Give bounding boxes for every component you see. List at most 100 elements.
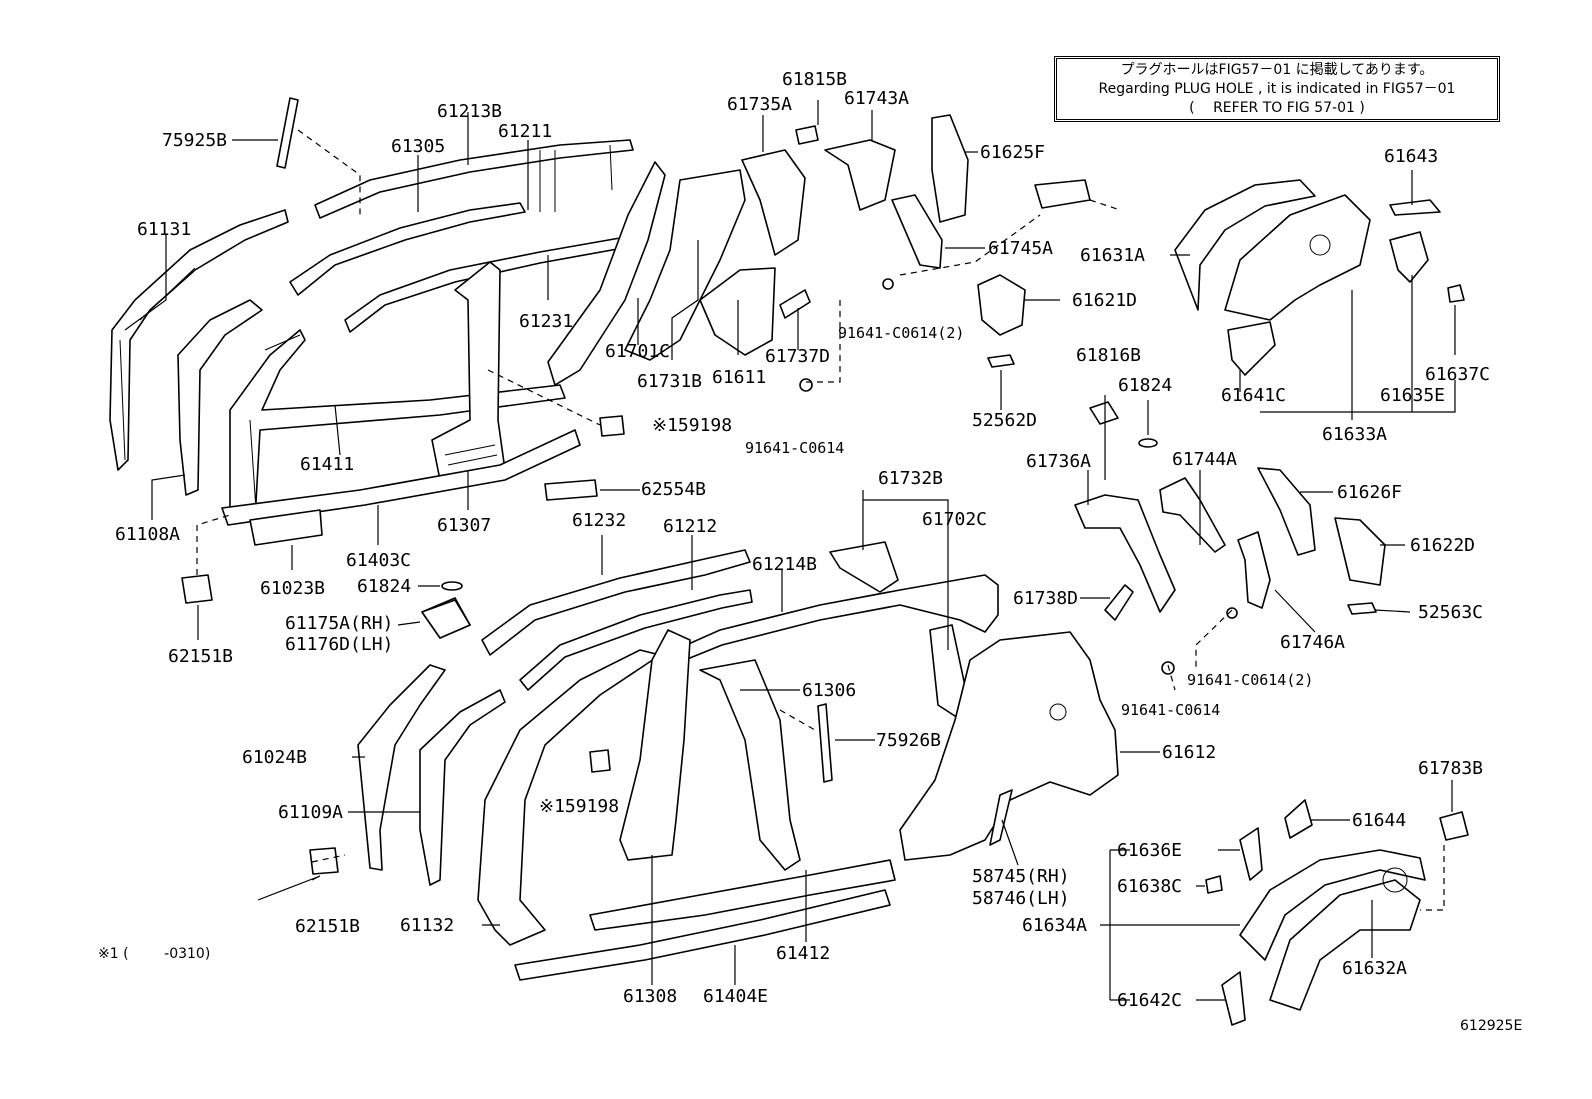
label-61411: 61411 [300, 454, 354, 475]
label-61635E: 61635E [1380, 385, 1445, 406]
part-59198-top [599, 415, 625, 437]
part-61412 [589, 859, 896, 931]
part-61131 [109, 209, 289, 471]
label-61404E: 61404E [703, 986, 768, 1007]
label-61231: 61231 [519, 311, 573, 332]
part-61632A [1269, 879, 1421, 1011]
label-59198-bottom: ※159198 [539, 796, 619, 817]
label-61736A: 61736A [1026, 451, 1091, 472]
label-61214B: 61214B [752, 554, 817, 575]
part-61637C [1447, 284, 1465, 303]
label-61626F: 61626F [1337, 482, 1402, 503]
part-bolt-91641-d [1161, 661, 1175, 675]
part-61307 [431, 261, 506, 481]
part-61641C [1227, 321, 1276, 376]
label-61636E: 61636E [1117, 840, 1182, 861]
label-61738D: 61738D [1013, 588, 1078, 609]
part-61824-right [1138, 438, 1158, 448]
label-61308: 61308 [623, 986, 677, 1007]
part-61744A [1159, 477, 1226, 553]
part-61175A-bracket [421, 599, 471, 639]
part-61404E [514, 889, 891, 981]
label-75926B: 75926B [876, 730, 941, 751]
label-61638C: 61638C [1117, 876, 1182, 897]
label-61746A: 61746A [1280, 632, 1345, 653]
label-61631A: 61631A [1080, 245, 1145, 266]
label-61305: 61305 [391, 136, 445, 157]
label-91641-bottom: 91641-C0614 [1121, 701, 1220, 719]
label-61816B: 61816B [1076, 345, 1141, 366]
part-58745 [989, 789, 1013, 846]
part-61743A [824, 139, 896, 211]
label-61637C: 61637C [1425, 364, 1490, 385]
label-61132: 61132 [400, 915, 454, 936]
label-61632A: 61632A [1342, 958, 1407, 979]
label-91641-top: 91641-C0614 [745, 439, 844, 457]
part-61232 [481, 549, 751, 656]
label-61824-left: 61824 [357, 576, 411, 597]
label-61743A: 61743A [844, 88, 909, 109]
label-61176D: 61176D(LH) [285, 634, 393, 655]
part-61108A [177, 299, 263, 496]
part-small-bracket [1034, 179, 1091, 209]
part-61023B [249, 509, 323, 546]
part-61308 [619, 629, 691, 861]
label-61108A: 61108A [115, 524, 180, 545]
label-59198-top: ※159198 [652, 415, 732, 436]
label-61213B: 61213B [437, 101, 502, 122]
label-61612: 61612 [1162, 742, 1216, 763]
label-61735A: 61735A [727, 94, 792, 115]
part-52562D [987, 354, 1015, 368]
label-61732B: 61732B [878, 468, 943, 489]
part-61612 [899, 631, 1119, 861]
part-61212 [519, 589, 753, 691]
part-61737D [779, 289, 811, 319]
label-61744A: 61744A [1172, 449, 1237, 470]
label-62151B-bottom: 62151B [295, 916, 360, 937]
label-61644: 61644 [1352, 810, 1406, 831]
label-61643: 61643 [1384, 146, 1438, 167]
part-61746A [1237, 531, 1271, 609]
part-61633A [1224, 194, 1371, 321]
label-75925B: 75925B [162, 130, 227, 151]
part-61736A [1074, 494, 1176, 613]
part-61305 [289, 202, 526, 296]
part-61024B [357, 664, 446, 871]
part-61213B [314, 139, 634, 219]
label-61815B: 61815B [782, 69, 847, 90]
label-61307: 61307 [437, 515, 491, 536]
label-91641-top-2: 91641-C0614(2) [838, 324, 964, 342]
part-61625F [931, 114, 969, 223]
label-61642C: 61642C [1117, 990, 1182, 1011]
part-62554B [544, 479, 598, 501]
part-bolt-91641-a [882, 278, 894, 290]
note-line-english: Regarding PLUG HOLE , it is indicated in… [1098, 81, 1456, 97]
part-62151B-top [181, 574, 213, 604]
note-line-japanese: プラグホールはFIG57－01 に掲載してあります。 [1120, 62, 1434, 78]
label-61212: 61212 [663, 516, 717, 537]
note-line-refer: ( REFER TO FIG 57-01 ) [1189, 100, 1365, 116]
part-61109A [419, 689, 506, 886]
label-52563C: 52563C [1418, 602, 1483, 623]
part-61731B [624, 169, 746, 361]
label-61625F: 61625F [980, 142, 1045, 163]
label-61731B: 61731B [637, 371, 702, 392]
part-61635E [1389, 231, 1429, 283]
part-62151B-bottom [309, 847, 339, 875]
label-61824-right: 61824 [1118, 375, 1172, 396]
label-61621D: 61621D [1072, 290, 1137, 311]
label-58745: 58745(RH) [972, 866, 1070, 887]
label-61611: 61611 [712, 367, 766, 388]
part-61214B [674, 574, 999, 663]
leader-lines [124, 100, 1456, 1001]
part-61745A [891, 194, 943, 269]
label-62151B-top: 62151B [168, 646, 233, 667]
part-61626F [1257, 467, 1316, 556]
part-61403C [221, 429, 581, 526]
part-61642C [1221, 971, 1246, 1026]
label-61306: 61306 [802, 680, 856, 701]
part-61735A [741, 149, 806, 256]
plug-hole-note: プラグホールはFIG57－01 に掲載してあります。 Regarding PLU… [1054, 56, 1500, 122]
